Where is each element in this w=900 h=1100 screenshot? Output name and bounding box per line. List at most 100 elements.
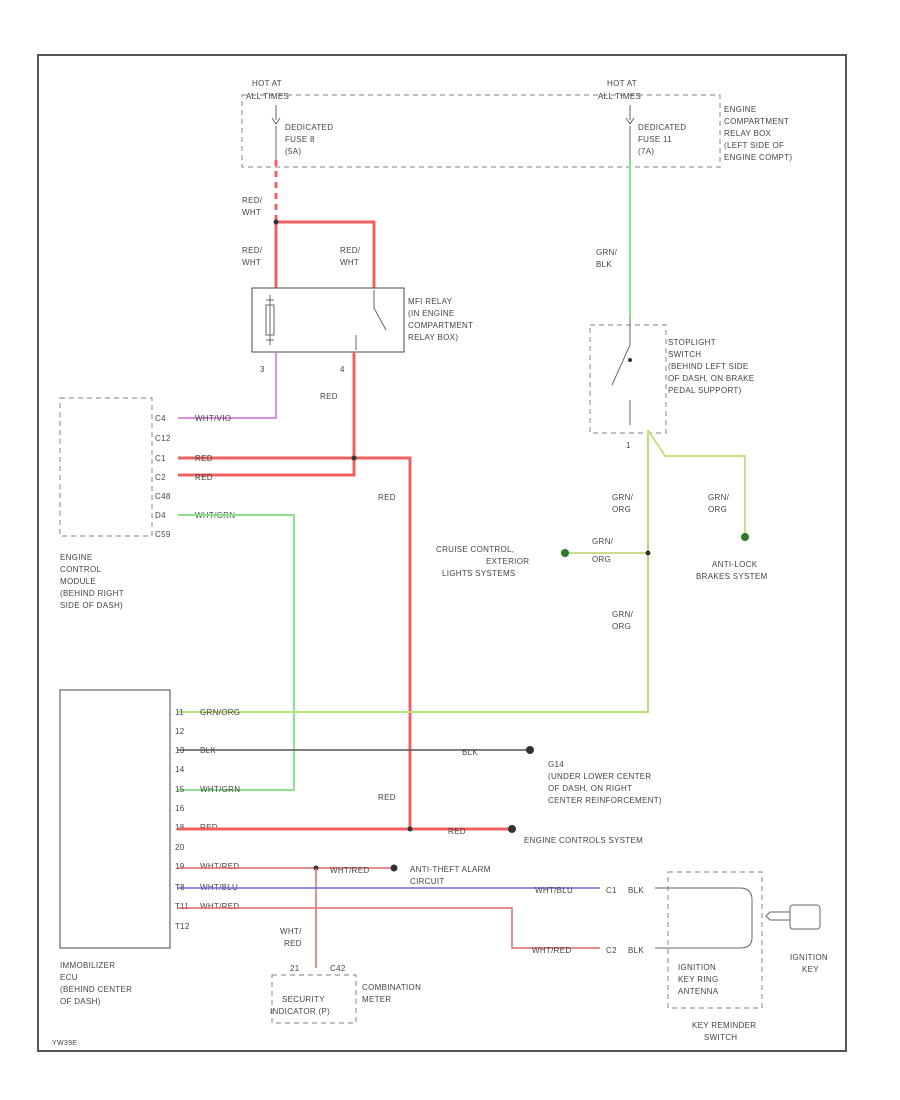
hot-label-left: HOT AT bbox=[252, 79, 282, 88]
svg-text:RELAY BOX: RELAY BOX bbox=[724, 129, 772, 138]
indicator-pin: C42 bbox=[330, 964, 346, 973]
engine-compartment-relay-box bbox=[241, 94, 721, 168]
svg-text:OF DASH, ON RIGHT: OF DASH, ON RIGHT bbox=[548, 784, 632, 793]
wire-red-relay-out bbox=[178, 352, 356, 477]
wire-wht-red-key bbox=[178, 907, 600, 949]
svg-text:RELAY BOX): RELAY BOX) bbox=[408, 333, 458, 342]
abs-label: ANTI-LOCK BRAKES SYSTEM bbox=[696, 560, 768, 581]
svg-text:G14: G14 bbox=[548, 760, 564, 769]
wire-grn-org-main bbox=[178, 430, 649, 713]
immobilizer-label: IMMOBILIZER ECU (BEHIND CENTER OF DASH) bbox=[60, 961, 132, 1006]
stoplight-pin: 1 bbox=[626, 441, 631, 450]
svg-text:FUSE 11: FUSE 11 bbox=[638, 135, 672, 144]
security-indicator-label: SECURITY INDICATOR (P) bbox=[270, 995, 330, 1016]
diagram-id: YW39E bbox=[52, 1040, 77, 1047]
svg-text:14: 14 bbox=[175, 765, 185, 774]
svg-text:COMBINATION: COMBINATION bbox=[362, 983, 421, 992]
svg-text:(BEHIND LEFT SIDE: (BEHIND LEFT SIDE bbox=[668, 362, 749, 371]
relay-coil-icon bbox=[265, 295, 275, 345]
engine-control-module bbox=[59, 397, 153, 537]
svg-text:KEY REMINDER: KEY REMINDER bbox=[692, 1021, 756, 1030]
svg-text:20: 20 bbox=[175, 843, 185, 852]
wire-label: RED/ bbox=[242, 196, 263, 205]
cruise-label: CRUISE CONTROL, EXTERIOR LIGHTS SYSTEMS bbox=[436, 545, 529, 578]
svg-text:LIGHTS SYSTEMS: LIGHTS SYSTEMS bbox=[442, 569, 516, 578]
hot-label-left-2: ALL TIMES bbox=[246, 92, 289, 101]
svg-text:ANTI-THEFT ALARM: ANTI-THEFT ALARM bbox=[410, 865, 491, 874]
wire-wht-vio bbox=[178, 352, 277, 419]
svg-text:EXTERIOR: EXTERIOR bbox=[486, 557, 529, 566]
wire-label: GRN/ bbox=[612, 493, 634, 502]
svg-text:GRN/ORG: GRN/ORG bbox=[200, 708, 240, 717]
svg-text:ECU: ECU bbox=[60, 973, 78, 982]
svg-text:BRAKES SYSTEM: BRAKES SYSTEM bbox=[696, 572, 768, 581]
svg-text:(LEFT SIDE OF: (LEFT SIDE OF bbox=[724, 141, 784, 150]
svg-text:(UNDER LOWER CENTER: (UNDER LOWER CENTER bbox=[548, 772, 651, 781]
relay-pin-3: 3 bbox=[260, 365, 265, 374]
splice-dot bbox=[273, 219, 279, 225]
svg-text:11: 11 bbox=[175, 708, 184, 717]
svg-text:ENGINE: ENGINE bbox=[60, 553, 92, 562]
svg-text:ENGINE COMPT): ENGINE COMPT) bbox=[724, 153, 792, 162]
immobilizer-ecu bbox=[59, 689, 171, 949]
svg-text:DEDICATED: DEDICATED bbox=[285, 123, 333, 132]
svg-text:16: 16 bbox=[175, 804, 185, 813]
wire-wht-grn bbox=[178, 514, 295, 791]
wire-label: GRN/ bbox=[596, 248, 618, 257]
svg-text:IMMOBILIZER: IMMOBILIZER bbox=[60, 961, 115, 970]
splice-dot bbox=[645, 550, 651, 556]
connector-dot bbox=[561, 549, 569, 557]
connector-dot bbox=[508, 825, 516, 833]
svg-text:PEDAL SUPPORT): PEDAL SUPPORT) bbox=[668, 386, 742, 395]
connector-dot bbox=[741, 533, 749, 541]
immobilizer-pins: 11 GRN/ORG 12 13 BLK 14 15 WHT/GRN 16 18… bbox=[175, 708, 240, 931]
svg-text:(BEHIND CENTER: (BEHIND CENTER bbox=[60, 985, 132, 994]
svg-text:COMPARTMENT: COMPARTMENT bbox=[408, 321, 473, 330]
svg-text:C59: C59 bbox=[155, 530, 171, 539]
svg-text:CENTER REINFORCEMENT): CENTER REINFORCEMENT) bbox=[548, 796, 662, 805]
svg-text:SIDE OF DASH): SIDE OF DASH) bbox=[60, 601, 123, 610]
combination-meter-label: COMBINATION METER bbox=[362, 983, 421, 1004]
ignition-key-icon bbox=[765, 904, 821, 930]
mfi-relay bbox=[251, 287, 405, 353]
svg-text:ANTENNA: ANTENNA bbox=[678, 987, 719, 996]
svg-text:MODULE: MODULE bbox=[60, 577, 96, 586]
svg-text:COMPARTMENT: COMPARTMENT bbox=[724, 117, 789, 126]
svg-text:C2: C2 bbox=[155, 473, 166, 482]
svg-text:12: 12 bbox=[175, 727, 185, 736]
wire-label: WHT bbox=[242, 258, 261, 267]
svg-text:C48: C48 bbox=[155, 492, 171, 501]
wire-label: BLK bbox=[628, 886, 644, 895]
hot-label-right: HOT AT bbox=[607, 79, 637, 88]
svg-text:MFI RELAY: MFI RELAY bbox=[408, 297, 453, 306]
svg-text:RED: RED bbox=[195, 473, 213, 482]
svg-text:KEY RING: KEY RING bbox=[678, 975, 719, 984]
svg-text:WHT/VIO: WHT/VIO bbox=[195, 414, 231, 423]
wire-label: BLK bbox=[462, 748, 478, 757]
svg-text:(BEHIND RIGHT: (BEHIND RIGHT bbox=[60, 589, 124, 598]
anti-theft-label: ANTI-THEFT ALARM CIRCUIT bbox=[410, 865, 491, 886]
pin-label: C2 bbox=[606, 946, 617, 955]
stoplight-switch bbox=[589, 324, 667, 434]
relay-switch-icon bbox=[355, 290, 387, 350]
svg-text:D4: D4 bbox=[155, 511, 166, 520]
hot-label-right-2: ALL TIMES bbox=[598, 92, 641, 101]
wire-grn-org-abs bbox=[647, 429, 746, 535]
wire-label: WHT/RED bbox=[330, 866, 369, 875]
svg-text:CIRCUIT: CIRCUIT bbox=[410, 877, 445, 886]
svg-text:(7A): (7A) bbox=[638, 147, 654, 156]
wire-label: RED bbox=[320, 392, 338, 401]
ground-connector bbox=[526, 746, 534, 754]
svg-text:15: 15 bbox=[175, 785, 185, 794]
engine-controls-label: ENGINE CONTROLS SYSTEM bbox=[524, 836, 643, 845]
svg-text:CRUISE CONTROL,: CRUISE CONTROL, bbox=[436, 545, 514, 554]
svg-text:19: 19 bbox=[175, 862, 185, 871]
svg-text:OF DASH, ON BRAKE: OF DASH, ON BRAKE bbox=[668, 374, 754, 383]
wire-label: GRN/ bbox=[612, 610, 634, 619]
splice-dot bbox=[351, 455, 357, 461]
svg-text:FUSE 8: FUSE 8 bbox=[285, 135, 315, 144]
svg-text:KEY: KEY bbox=[802, 965, 819, 974]
wire-label: GRN/ bbox=[708, 493, 730, 502]
svg-text:DEDICATED: DEDICATED bbox=[638, 123, 686, 132]
